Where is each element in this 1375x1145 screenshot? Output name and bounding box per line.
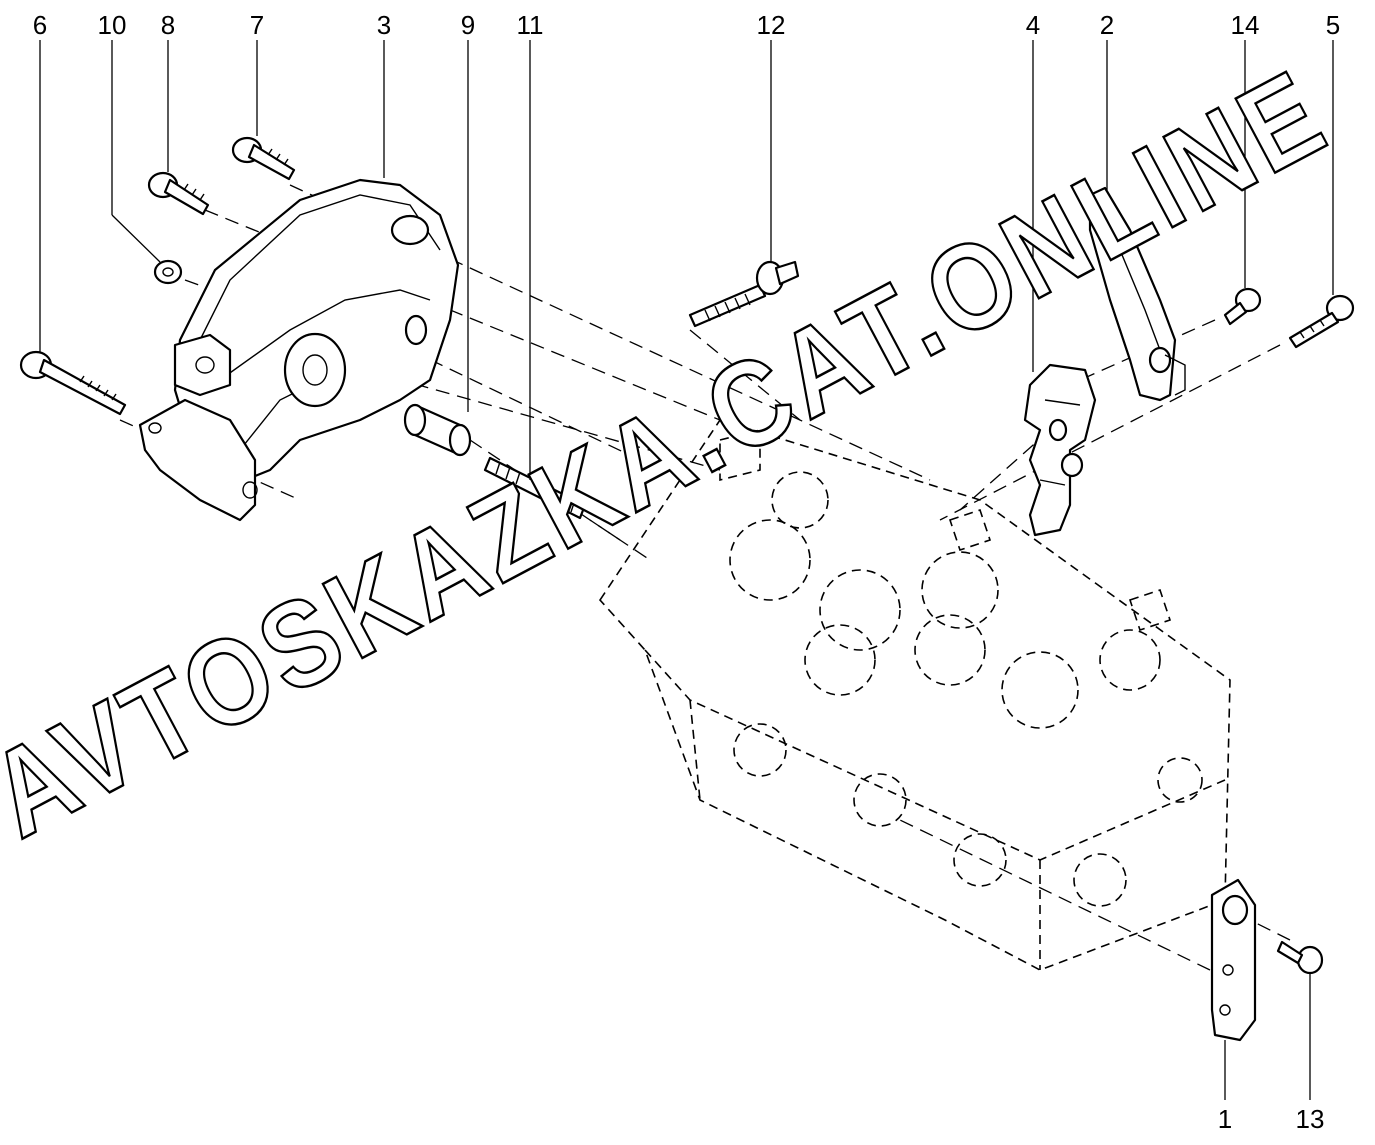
- part-12-stud-bolt: [688, 260, 800, 328]
- callout-12: 12: [757, 10, 786, 40]
- callout-5: 5: [1326, 10, 1340, 40]
- callout-9: 9: [461, 10, 475, 40]
- part-14-bolt: [1223, 287, 1262, 326]
- assembly-lines: [119, 184, 1291, 971]
- callout-3: 3: [377, 10, 391, 40]
- callout-2: 2: [1100, 10, 1114, 40]
- part-2-bracket: [1088, 186, 1186, 402]
- callout-7: 7: [250, 10, 264, 40]
- callout-6: 6: [33, 10, 47, 40]
- callout-11: 11: [517, 10, 544, 40]
- callout-14: 14: [1231, 10, 1260, 40]
- part-9-spacer: [403, 403, 472, 457]
- callout-leaders: [39, 40, 1334, 1100]
- part-11-stud: [483, 456, 587, 520]
- part-13-bolt: [1276, 940, 1324, 975]
- part-3-timing-cover: [138, 178, 460, 522]
- part-1-plate: [1210, 878, 1257, 1042]
- part-6-long-bolt: [19, 350, 127, 416]
- callout-13: 13: [1296, 1104, 1325, 1134]
- part-8-bolt: [147, 171, 210, 216]
- cylinder-head-ghost: [598, 419, 1231, 971]
- part-4-bracket: [1023, 363, 1097, 537]
- part-10-washer: [153, 259, 183, 285]
- callout-labels: 6 10 8 7 3 9 11 12 4 2 14 5 1 13: [33, 10, 1340, 1134]
- part-7-bolt: [231, 136, 296, 181]
- callout-1: 1: [1218, 1104, 1232, 1134]
- part-5-bolt: [1288, 294, 1355, 349]
- callout-10: 10: [98, 10, 127, 40]
- callout-4: 4: [1026, 10, 1040, 40]
- callout-8: 8: [161, 10, 175, 40]
